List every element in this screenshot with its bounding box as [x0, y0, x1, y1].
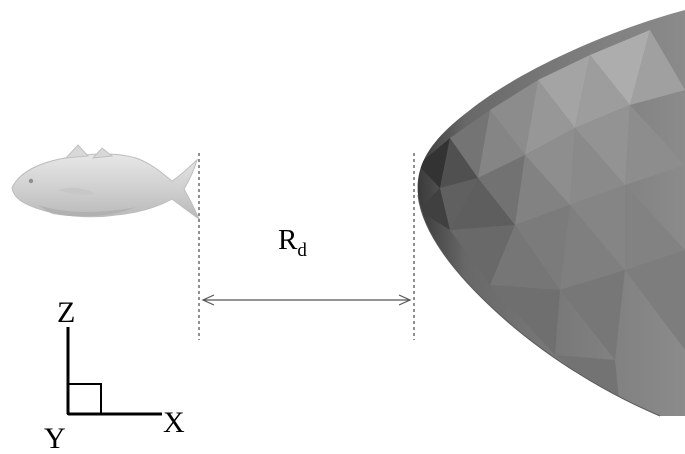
- hull-edge-highlight: [417, 194, 661, 417]
- right-arrowhead: [398, 294, 412, 306]
- fish-dorsal-fin: [64, 144, 90, 159]
- right-angle-marker: [67, 383, 102, 415]
- x-axis-label: X: [163, 406, 185, 439]
- fish-body: [11, 153, 201, 221]
- distance-label-subscript: d: [297, 240, 307, 261]
- y-axis-label: Y: [44, 422, 66, 454]
- fish-second-dorsal-fin: [91, 147, 114, 159]
- distance-label: Rd: [278, 224, 307, 261]
- fish-model: [11, 144, 201, 221]
- fish-eye: [28, 178, 34, 184]
- left-arrowhead: [201, 294, 215, 306]
- z-axis-label: Z: [57, 296, 75, 329]
- distance-label-main: R: [278, 224, 298, 256]
- fish-pectoral-fin: [58, 187, 96, 195]
- fish-belly-shadow: [38, 205, 136, 217]
- hull-facets: [418, 30, 685, 410]
- distance-dimension: Rd: [198, 153, 415, 340]
- coordinate-axes: Z X Y: [44, 296, 185, 454]
- faceted-hull-model: [417, 10, 685, 417]
